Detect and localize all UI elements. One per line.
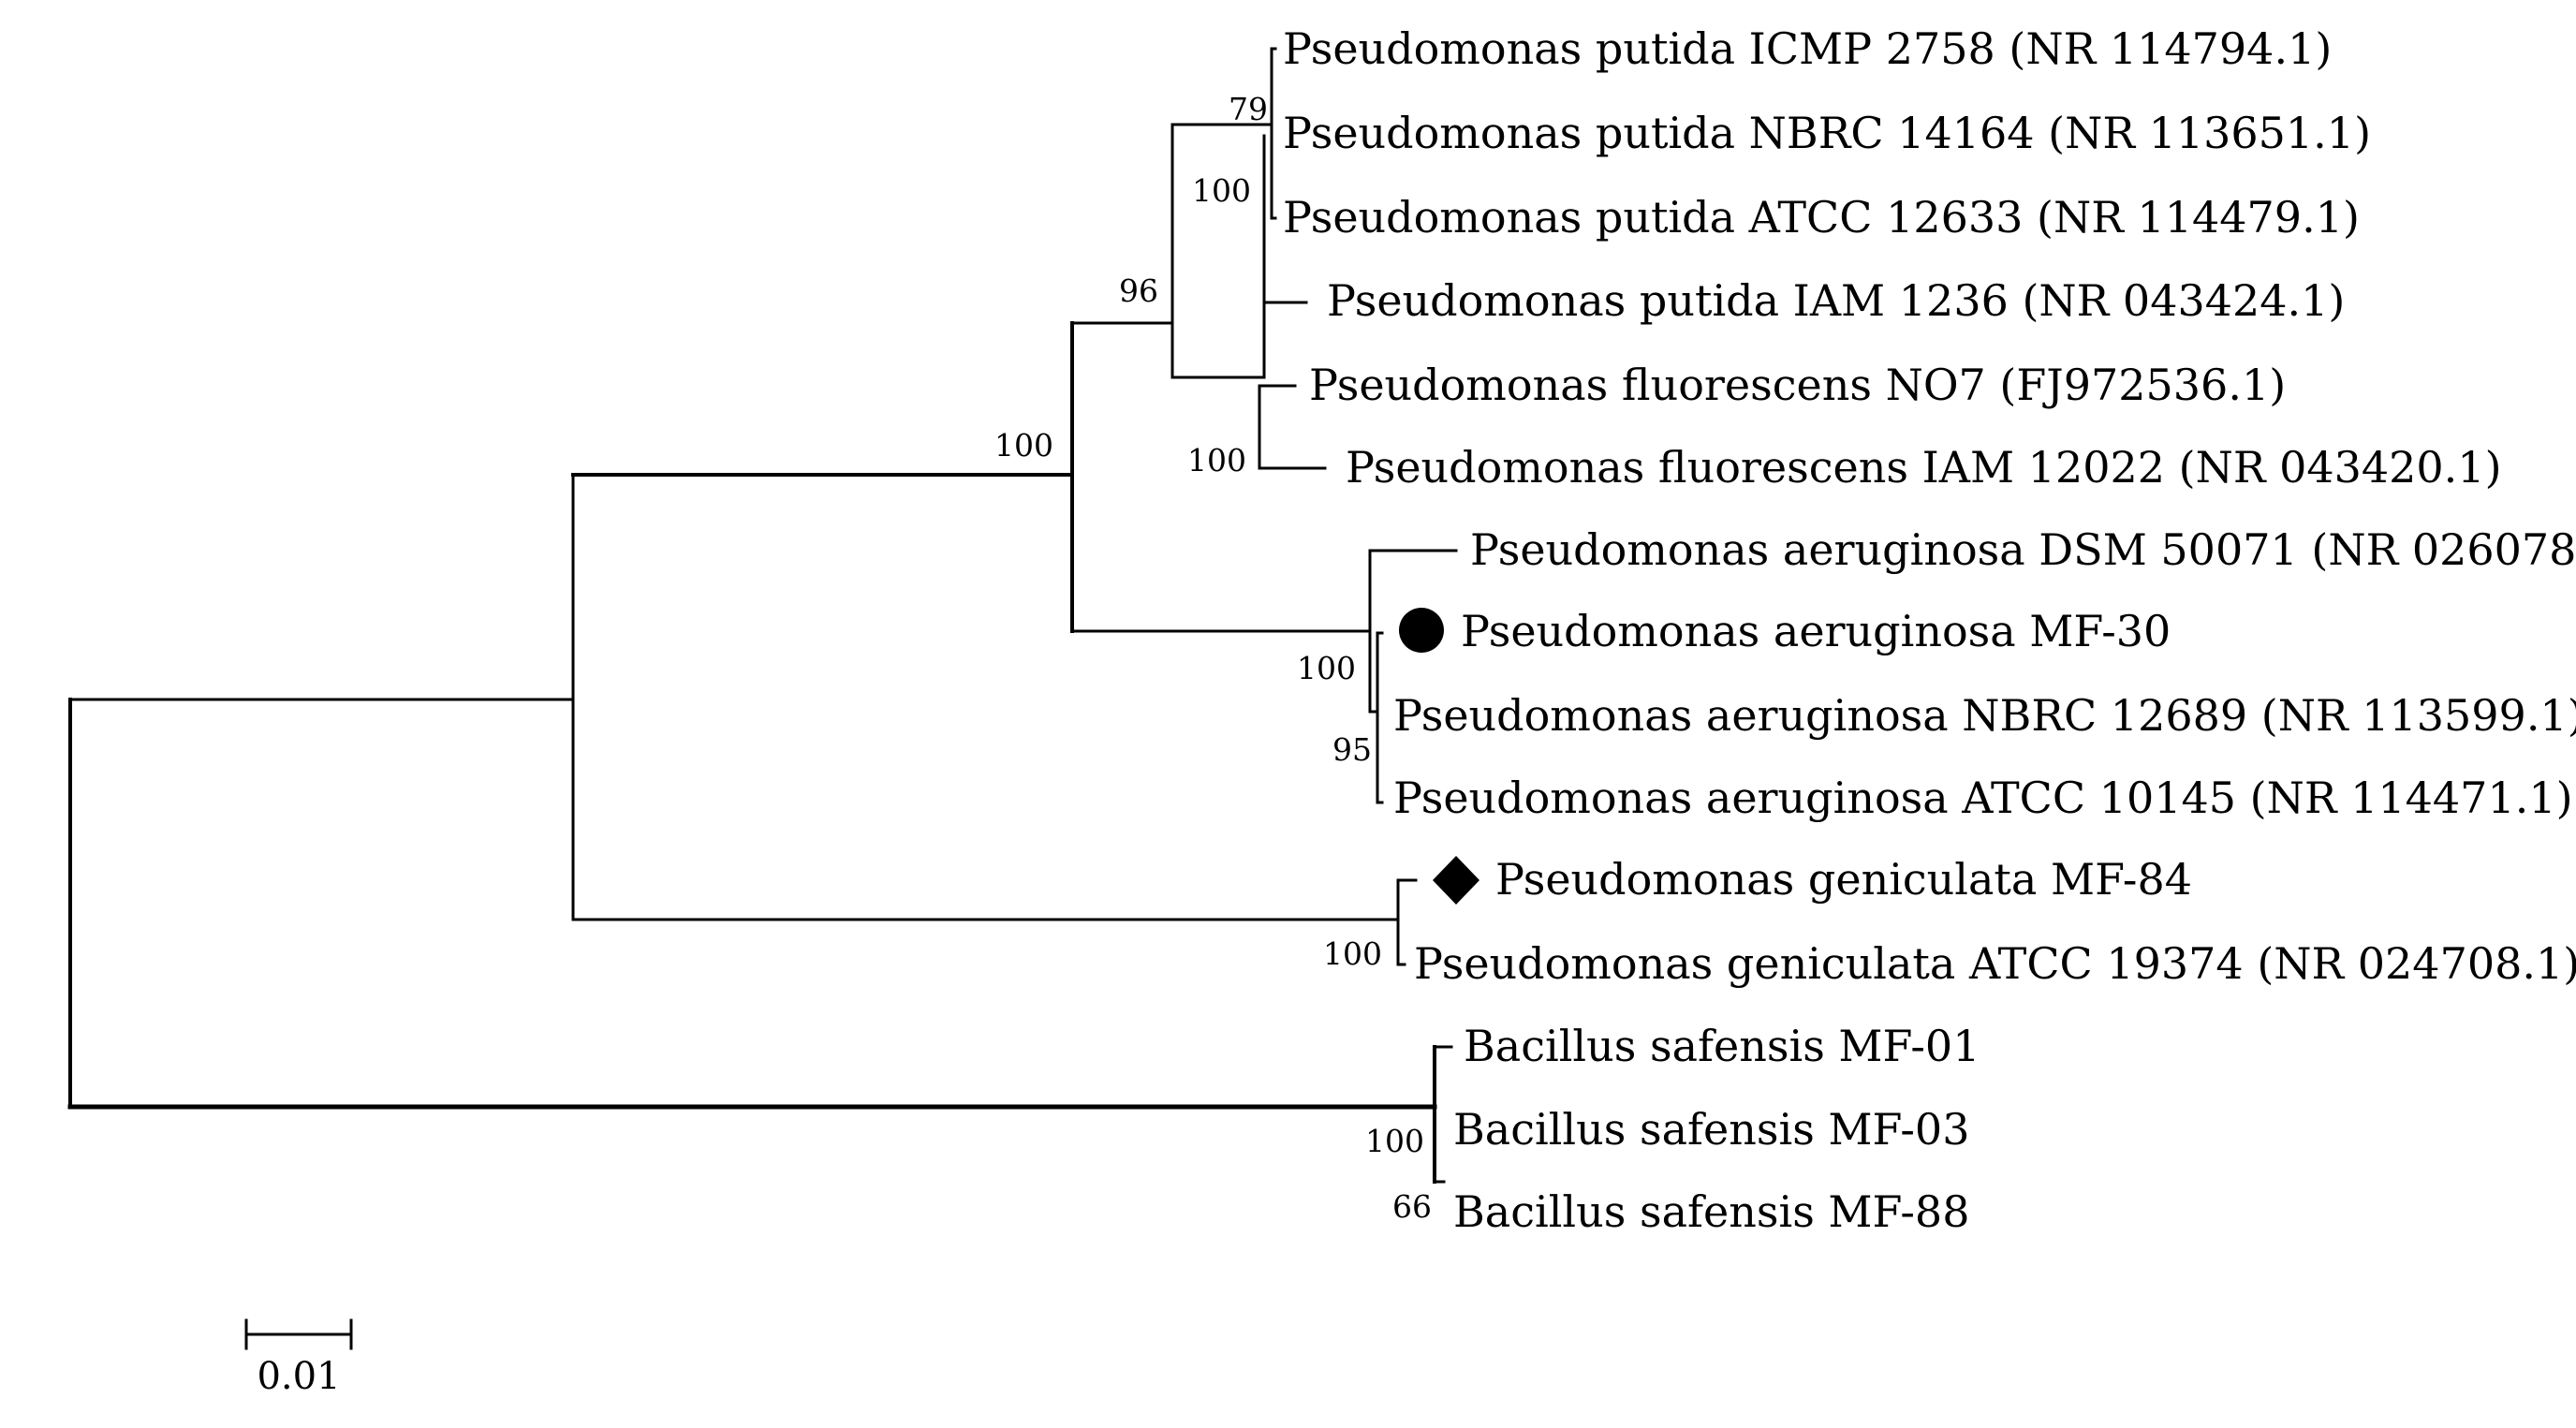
leaf-label: Pseudomonas aeruginosa MF-30 [1461, 606, 2171, 656]
leaf-label: Pseudomonas putida ATCC 12633 (NR 114479… [1283, 192, 2360, 243]
leaf-label: Pseudomonas geniculata MF-84 [1495, 854, 2192, 905]
support-value: 79 [1229, 91, 1268, 127]
tree-branches [67, 47, 1458, 1184]
support-value: 100 [1187, 442, 1246, 478]
leaf-label: Pseudomonas fluorescens IAM 12022 (NR 04… [1346, 442, 2502, 493]
leaf-label: Pseudomonas putida NBRC 14164 (NR 113651… [1283, 108, 2371, 158]
support-value: 100 [1323, 935, 1382, 972]
support-value: 66 [1392, 1188, 1432, 1225]
leaf-label: Pseudomonas putida IAM 1236 (NR 043424.1… [1327, 275, 2345, 326]
support-value: 100 [994, 427, 1053, 464]
leaf-label: Bacillus safensis MF-88 [1453, 1186, 1969, 1237]
leaf-label: Pseudomonas geniculata ATCC 19374 (NR 02… [1414, 938, 2576, 989]
leaf-label: Bacillus safensis MF-01 [1464, 1021, 1980, 1071]
scale-bar-label: 0.01 [257, 1355, 340, 1398]
leaf-label: Pseudomonas fluorescens NO7 (FJ972536.1) [1309, 360, 2286, 410]
leaf-label: Bacillus safensis MF-03 [1453, 1104, 1969, 1155]
leaf-label: Pseudomonas aeruginosa DSM 50071 (NR 026… [1470, 524, 2576, 575]
circle-marker-icon [1399, 608, 1444, 653]
leaf-markers [1399, 608, 1479, 905]
support-value: 100 [1192, 172, 1251, 209]
support-value: 100 [1297, 650, 1356, 686]
leaf-label: Pseudomonas putida ICMP 2758 (NR 114794.… [1283, 23, 2332, 74]
support-value: 100 [1365, 1123, 1424, 1159]
leaf-label: Pseudomonas aeruginosa NBRC 12689 (NR 11… [1393, 690, 2576, 741]
support-values: 79 100 96 100 100 100 95 100 100 66 [994, 91, 1432, 1225]
scale-bar: 0.01 [244, 1318, 353, 1398]
support-value: 96 [1119, 272, 1158, 309]
diamond-marker-icon [1433, 856, 1479, 905]
leaf-labels: Pseudomonas putida ICMP 2758 (NR 114794.… [1283, 23, 2576, 1237]
leaf-label: Pseudomonas aeruginosa ATCC 10145 (NR 11… [1393, 773, 2573, 823]
support-value: 95 [1332, 731, 1372, 768]
